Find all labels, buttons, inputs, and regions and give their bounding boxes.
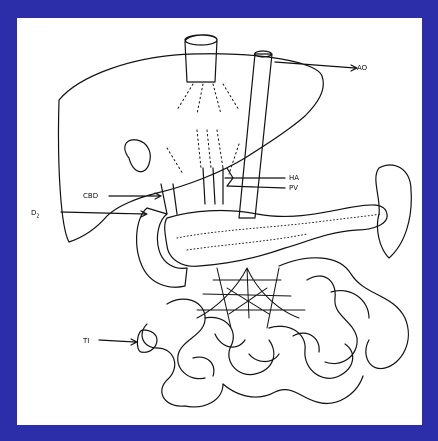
d2-pointer: [61, 212, 145, 214]
label-ao: AO: [357, 64, 367, 72]
illustration-panel: AO HA PV CBD D2 TI: [17, 18, 422, 425]
pancreas: [165, 205, 387, 266]
ti-pointer: [99, 340, 135, 342]
gallbladder-outline: [125, 140, 150, 172]
label-d2-subscript: 2: [36, 213, 39, 219]
vena-cava: [185, 35, 217, 82]
ao-pointer-line: [275, 62, 355, 68]
label-pv: PV: [289, 184, 298, 192]
spleen: [376, 165, 411, 258]
label-ha: HA: [289, 174, 299, 182]
label-cbd: CBD: [83, 192, 98, 200]
hepatic-artery: [203, 168, 223, 204]
label-ti: TI: [83, 337, 89, 345]
label-d2: D2: [31, 209, 40, 220]
terminal-ileum: [137, 330, 157, 352]
abdominal-anatomy-drawing: [17, 18, 422, 425]
duodenum: [137, 208, 187, 287]
aorta: [239, 54, 272, 218]
pv-pointer: [227, 186, 285, 188]
